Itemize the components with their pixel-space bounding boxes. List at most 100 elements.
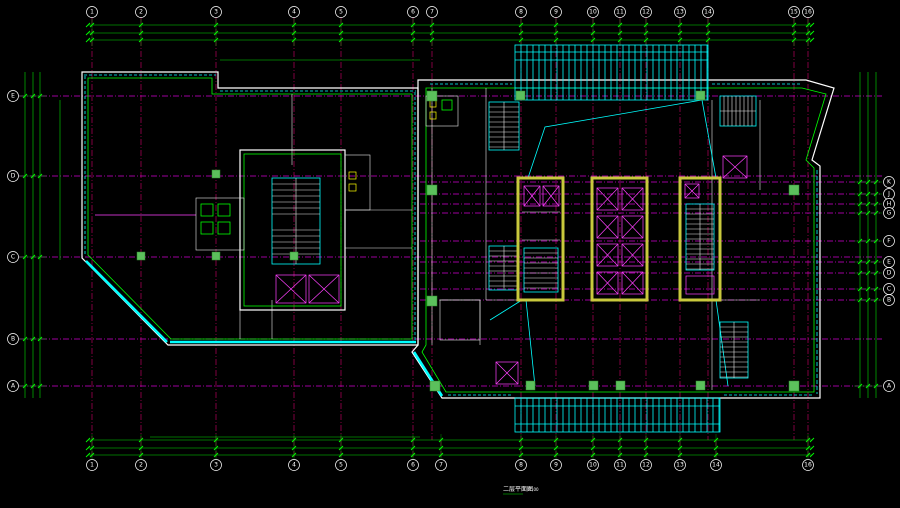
left-elevators [275,274,340,304]
axis-bubble-bottom: 13 [674,459,686,471]
axis-bubble-top: 13 [674,6,686,18]
axis-bubble-top: 4 [288,6,300,18]
axis-label: 14 [704,9,712,16]
axis-label: 11 [616,9,624,16]
axis-bubble-top: 6 [407,6,419,18]
axis-label: 13 [676,462,684,469]
axis-label: 8 [519,9,523,16]
axis-label: 6 [411,9,415,16]
axis-label: 12 [642,9,650,16]
axis-label: 10 [589,9,597,16]
core-block-west [516,176,565,302]
axis-bubble-right: D [883,267,895,279]
axis-label: D [887,270,892,277]
axis-bubble-bottom: 6 [407,459,419,471]
passenger-elevator [596,243,619,267]
axis-label: 6 [411,462,415,469]
axis-bubble-right: G [883,207,895,219]
axis-label: E [887,259,891,266]
dimension-lines [19,19,882,459]
axis-bubble-right: J [883,188,895,200]
axis-bubble-top: 5 [335,6,347,18]
right-building [411,44,835,433]
axis-label: 16 [804,462,812,469]
service-elevator-2 [495,361,519,385]
axis-label: 13 [676,9,684,16]
axis-bubble-bottom: 3 [210,459,222,471]
diagonal-curtain-wall [85,260,168,343]
axis-bubble-top: 12 [640,6,652,18]
axis-label: 3 [214,462,218,469]
axis-bubble-top: 16 [802,6,814,18]
axis-bubble-bottom: 16 [802,459,814,471]
axis-label: 10 [589,462,597,469]
axis-label: F [887,238,891,245]
axis-label: 2 [139,9,143,16]
axis-label: 14 [712,462,720,469]
axis-bubble-right: F [883,235,895,247]
axis-label: 9 [554,462,558,469]
axis-bubble-bottom: 7 [435,459,447,471]
left-core [239,149,346,311]
axis-bubble-top: 9 [550,6,562,18]
axis-bubble-top: 15 [788,6,800,18]
axis-bubble-right: K [883,176,895,188]
axis-label: G [887,210,892,217]
axis-bubble-top: 3 [210,6,222,18]
axis-label: B [11,336,15,343]
axis-bubble-bottom: 9 [550,459,562,471]
axis-label: 12 [642,462,650,469]
axis-label: 16 [804,9,812,16]
axis-bubble-top: 14 [702,6,714,18]
north-louver-screen [514,44,709,101]
drawing-title: 二层平面图 [503,486,533,493]
stair-2 [488,245,520,291]
passenger-elevator [596,187,619,211]
core-elevator-bank [590,176,649,302]
passenger-elevator [621,243,644,267]
axis-bubble-top: 8 [515,6,527,18]
passenger-elevator [621,187,644,211]
axis-bubble-right: B [883,294,895,306]
axis-label: 1 [90,9,94,16]
axis-label: 1 [90,462,94,469]
axis-label: 7 [430,9,434,16]
left-wing [81,71,419,346]
axis-label: 4 [292,9,296,16]
drawing-scale: 1:100 [527,487,539,492]
axis-bubble-bottom: 4 [288,459,300,471]
passenger-elevator [596,271,619,295]
axis-label: 2 [139,462,143,469]
axis-label: H [887,201,892,208]
axis-bubble-top: 10 [587,6,599,18]
service-elevator-1 [722,155,748,179]
axis-label: A [11,383,16,390]
axis-bubble-bottom: 14 [710,459,722,471]
axis-bubble-left: D [7,170,19,182]
axis-label: 5 [339,9,343,16]
axis-bubble-left: C [7,251,19,263]
axis-bubble-top: 1 [86,6,98,18]
axis-label: K [887,179,892,186]
axis-label: A [887,383,892,390]
passenger-elevator [596,215,619,239]
axis-label: 5 [339,462,343,469]
axis-bubble-bottom: 8 [515,459,527,471]
axis-bubble-bottom: 5 [335,459,347,471]
axis-label: D [11,173,16,180]
axis-bubble-right: C [883,283,895,295]
south-louver-screen [514,397,721,433]
passenger-elevator [621,271,644,295]
axis-bubble-left: B [7,333,19,345]
axis-bubble-right: E [883,256,895,268]
axis-label: B [887,297,891,304]
stair-3 [719,95,757,127]
axis-label: 15 [790,9,798,16]
axis-bubble-bottom: 12 [640,459,652,471]
toilet-rooms [425,95,481,341]
axis-bubble-bottom: 10 [587,459,599,471]
core-block-east [678,176,722,302]
axis-bubble-bottom: 1 [86,459,98,471]
